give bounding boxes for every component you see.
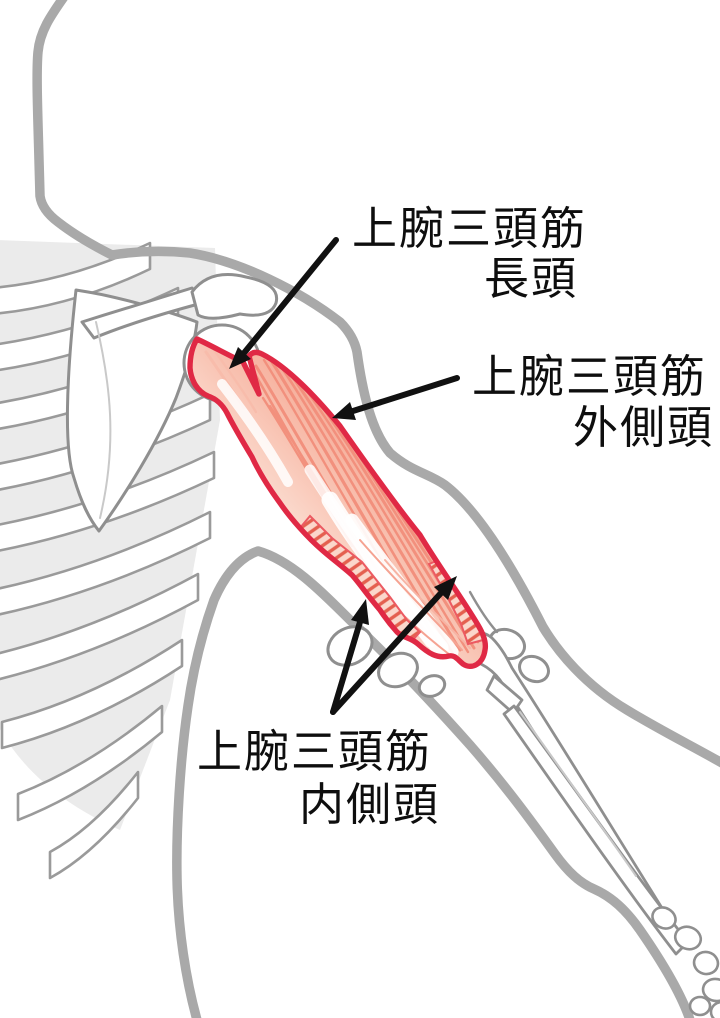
label-lateral-head-line2: 外側頭 [572, 402, 714, 453]
triceps-muscle [190, 339, 485, 666]
arrow-medial-head-right [330, 590, 444, 715]
arrow-medial-head-left [330, 619, 363, 715]
carpal-bones [651, 906, 720, 1018]
acromion [190, 273, 279, 320]
arrowheads [229, 347, 457, 625]
label-medial-head-line2: 内側頭 [298, 779, 440, 830]
label-medial-head-line1: 上腕三頭筋 [197, 726, 433, 777]
label-lateral-head-line1: 上腕三頭筋 [472, 351, 708, 402]
arrow-lateral-head [350, 375, 460, 414]
label-long-head-line1: 上腕三頭筋 [352, 203, 588, 254]
arrow-long-head [241, 237, 339, 356]
label-long-head-line2: 長頭 [483, 253, 578, 304]
annotation-arrows [241, 237, 460, 715]
body-outline [32, 0, 720, 1018]
forearm-bones [447, 630, 690, 956]
armpit-inner-arm-contour [172, 546, 695, 1018]
scapula [65, 273, 279, 533]
neck-shoulder-arm-contour [32, 0, 720, 768]
